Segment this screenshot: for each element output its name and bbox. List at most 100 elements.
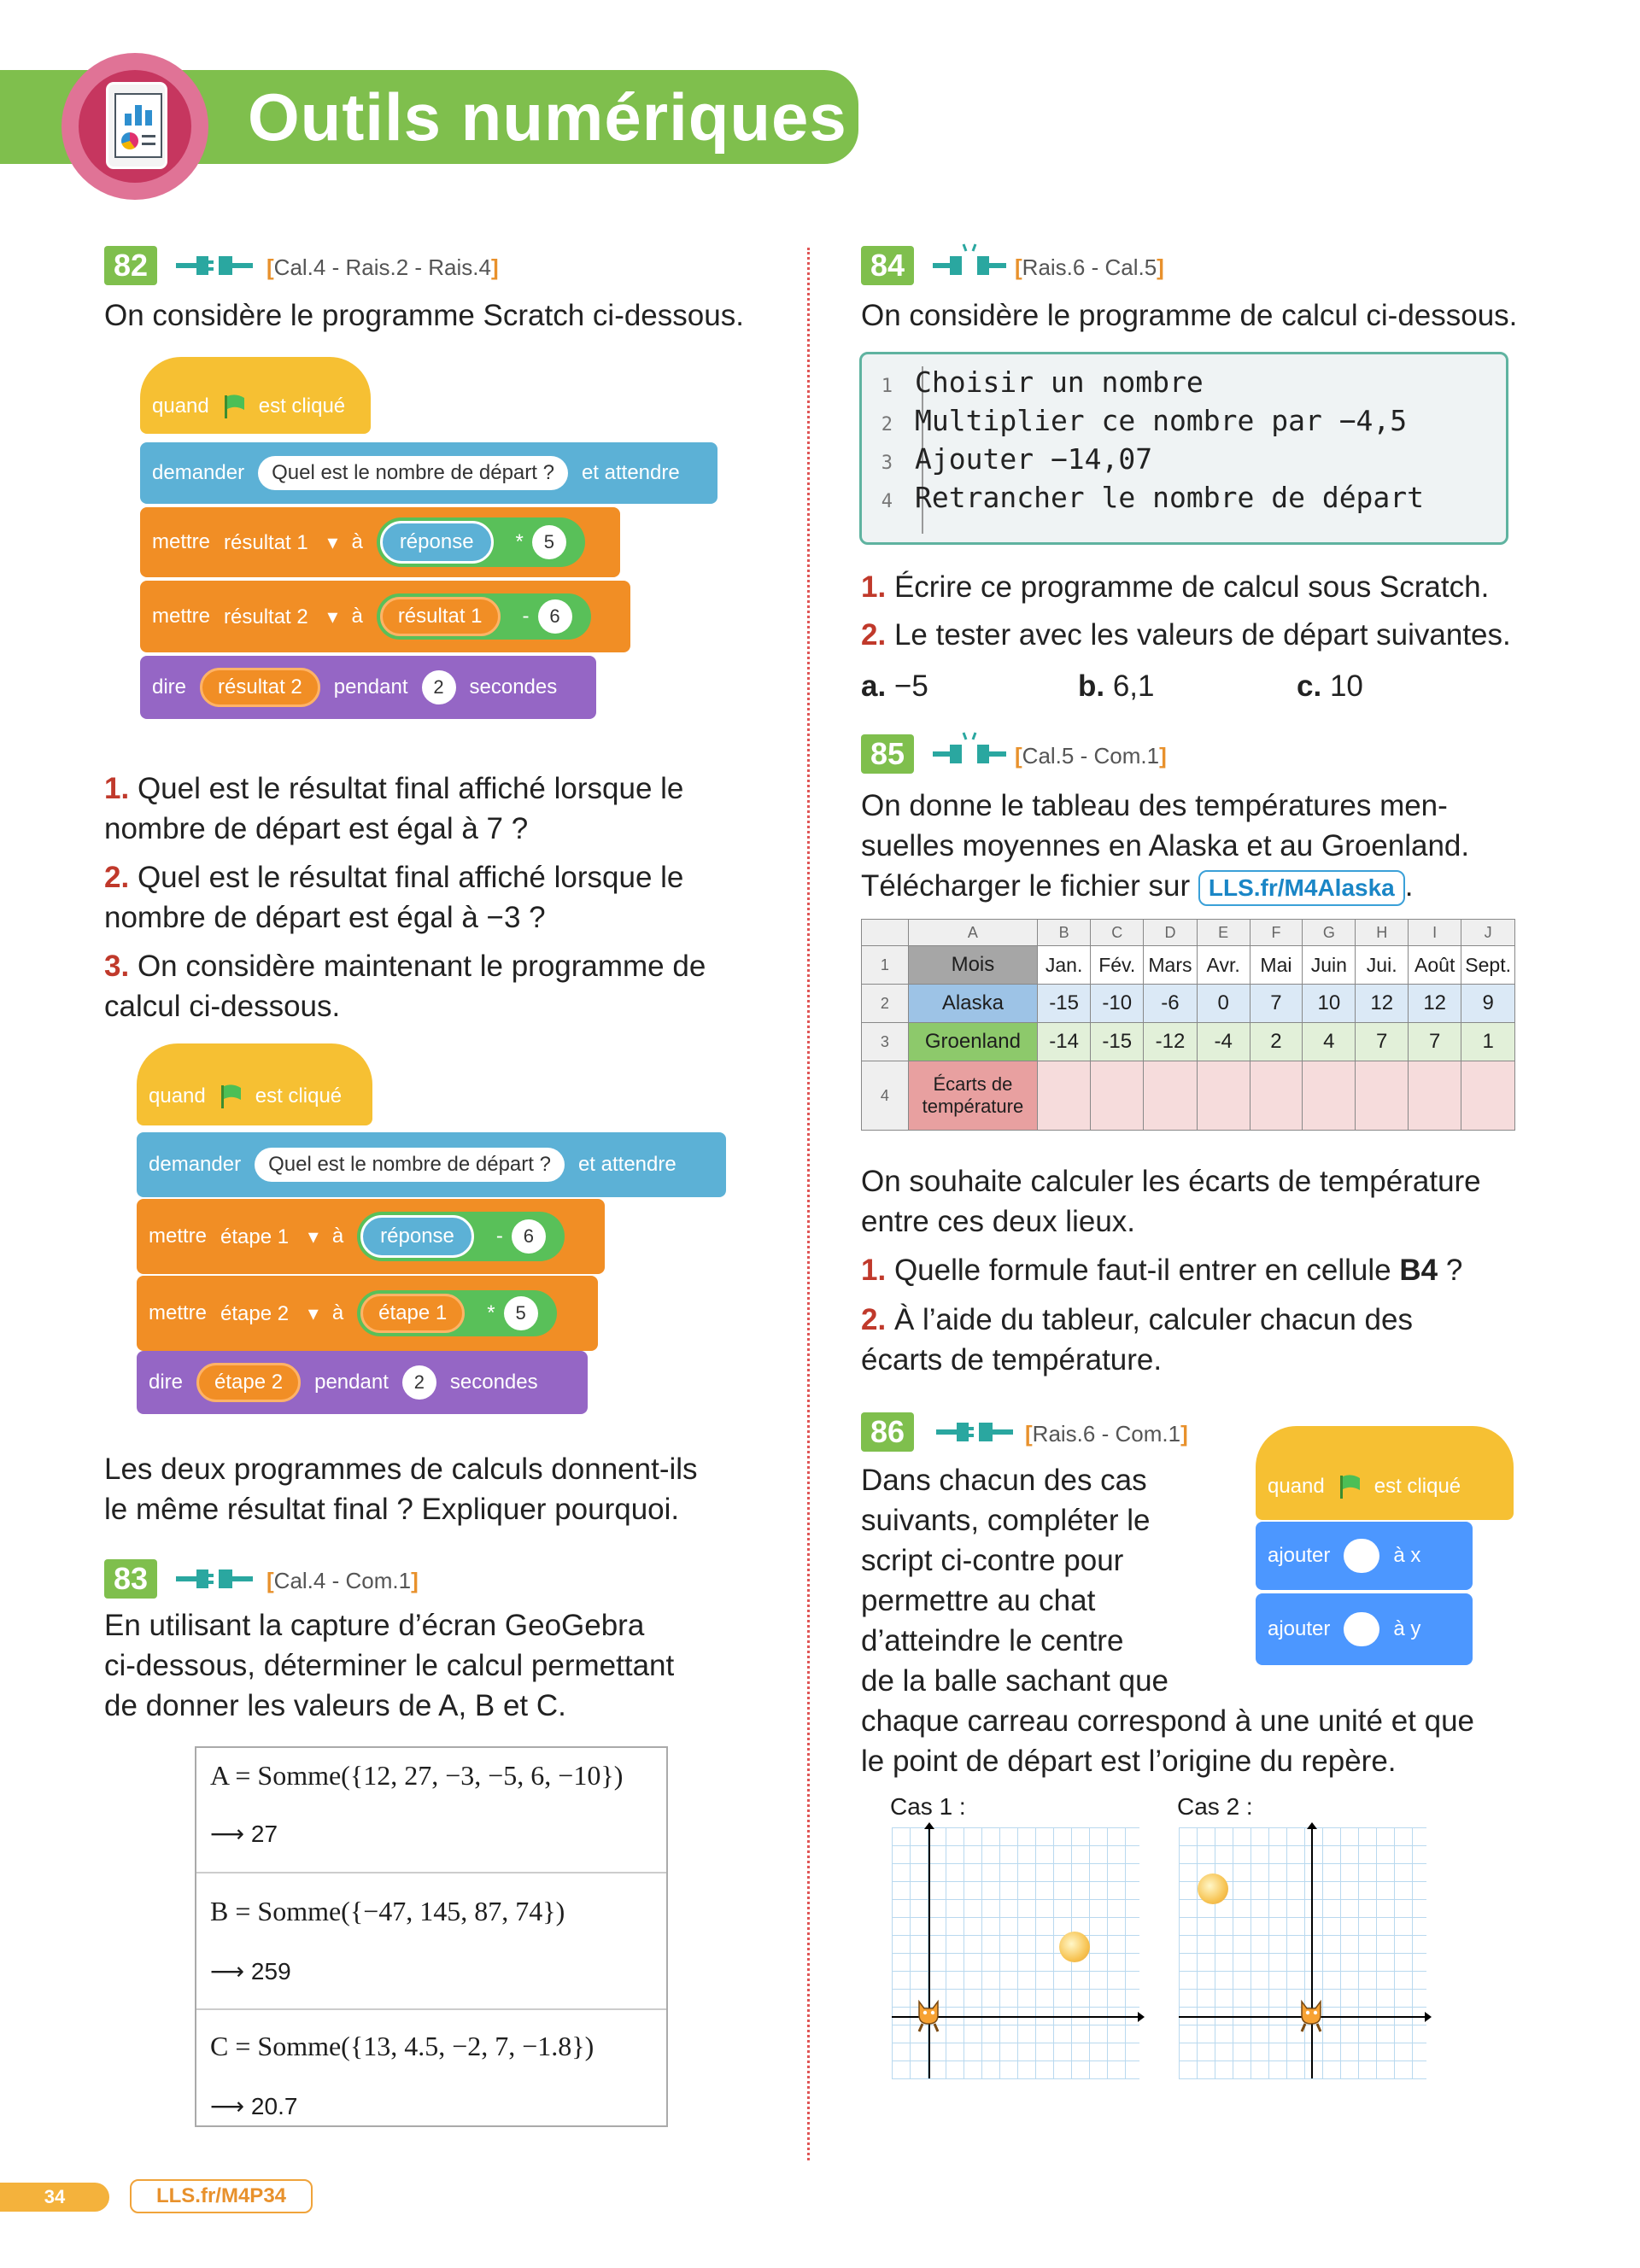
row-label-cell[interactable]: Mois xyxy=(907,945,1039,985)
sheet-cell[interactable]: -10 xyxy=(1090,984,1145,1023)
sheet-cell[interactable]: -6 xyxy=(1143,984,1198,1023)
set-variable-block: mettre résultat 1 ▾ à réponse * 5 xyxy=(140,507,620,577)
sheet-cell[interactable]: -14 xyxy=(1037,1022,1092,1061)
subtract-operator: réponse - 6 xyxy=(357,1212,565,1261)
multiply-operator: étape 1 * 5 xyxy=(357,1290,557,1336)
competence-ref: [Cal.5 - Com.1] xyxy=(1015,743,1167,769)
exercise-text: suivants, compléter le xyxy=(861,1504,1151,1537)
set-variable-block: mettre étape 2 ▾ à étape 1 * 5 xyxy=(137,1276,598,1351)
scratch-cat-icon xyxy=(1300,1999,1322,2032)
sheet-cell[interactable]: 1 xyxy=(1461,1022,1515,1061)
sheet-cell[interactable] xyxy=(1461,1061,1515,1131)
column-header[interactable]: B xyxy=(1037,919,1092,946)
sheet-cell[interactable]: Avr. xyxy=(1196,945,1250,985)
sheet-cell[interactable]: Août xyxy=(1408,945,1462,985)
subtract-operator: résultat 1 - 6 xyxy=(376,593,591,640)
sheet-cell[interactable] xyxy=(1196,1061,1250,1131)
variable-dropdown[interactable]: résultat 1 ▾ xyxy=(224,530,338,554)
column-header[interactable]: D xyxy=(1143,919,1198,946)
question-field[interactable]: Quel est le nombre de départ ? xyxy=(258,456,568,490)
set-variable-block: mettre étape 1 ▾ à réponse - 6 xyxy=(137,1199,605,1274)
sheet-cell[interactable]: 9 xyxy=(1461,984,1515,1023)
sheet-cell[interactable]: 7 xyxy=(1249,984,1303,1023)
sheet-cell[interactable]: 12 xyxy=(1408,984,1462,1023)
exercise-text: d’atteindre le centre xyxy=(861,1624,1124,1657)
sheet-cell[interactable]: Juin xyxy=(1302,945,1356,985)
column-header[interactable] xyxy=(861,919,909,946)
variable-reporter: résultat 2 xyxy=(200,668,320,707)
exercise-text: entre ces deux lieux. xyxy=(861,1205,1136,1238)
question-field[interactable]: Quel est le nombre de départ ? xyxy=(255,1148,565,1182)
sheet-cell[interactable]: 2 xyxy=(1249,1022,1303,1061)
column-header[interactable]: I xyxy=(1408,919,1462,946)
sheet-cell[interactable]: Sept. xyxy=(1461,945,1515,985)
column-header[interactable]: J xyxy=(1461,919,1515,946)
when-flag-clicked-block: quand est cliqué xyxy=(1256,1426,1514,1520)
sheet-cell[interactable]: -15 xyxy=(1037,984,1092,1023)
exercise-number: 83 xyxy=(104,1559,157,1599)
row-header[interactable]: 1 xyxy=(861,945,909,985)
column-header[interactable]: G xyxy=(1302,919,1356,946)
column-header[interactable]: A xyxy=(907,919,1039,946)
column-header[interactable]: F xyxy=(1249,919,1303,946)
sheet-cell[interactable]: 7 xyxy=(1408,1022,1462,1061)
column-header[interactable]: E xyxy=(1196,919,1250,946)
variable-dropdown[interactable]: résultat 2 ▾ xyxy=(224,605,338,628)
question-2: 2. Le tester avec les valeurs de départ … xyxy=(861,618,1511,652)
sheet-cell[interactable]: Fév. xyxy=(1090,945,1145,985)
green-flag-icon xyxy=(1339,1475,1360,1499)
ball-icon xyxy=(1198,1873,1228,1904)
sheet-cell[interactable]: Mars xyxy=(1143,945,1198,985)
competence-ref: [Cal.4 - Com.1] xyxy=(266,1568,419,1593)
row-header[interactable]: 2 xyxy=(861,984,909,1023)
exercise-text: Dans chacun des cas xyxy=(861,1464,1147,1497)
row-label-cell[interactable]: Alaska xyxy=(907,984,1039,1023)
number-field[interactable]: 5 xyxy=(531,525,566,559)
sheet-cell[interactable]: -15 xyxy=(1090,1022,1145,1061)
sheet-cell[interactable] xyxy=(1090,1061,1145,1131)
number-field[interactable]: 6 xyxy=(537,599,572,634)
variable-dropdown[interactable]: étape 2 ▾ xyxy=(220,1301,319,1325)
geogebra-entry: C = Somme({13, 4.5, −2, 7, −1.8}) ⟶ 20.7 xyxy=(210,2031,594,2119)
sheet-cell[interactable]: 0 xyxy=(1196,984,1250,1023)
competence-ref: [Rais.6 - Com.1] xyxy=(1025,1421,1188,1447)
value-a: a. −5 xyxy=(861,669,928,703)
x-value-field[interactable] xyxy=(1344,1539,1380,1573)
number-field[interactable]: 2 xyxy=(421,670,456,704)
sheet-cell[interactable]: -12 xyxy=(1143,1022,1198,1061)
ask-block: demander Quel est le nombre de départ ? … xyxy=(140,442,718,504)
sheet-cell[interactable]: 7 xyxy=(1355,1022,1409,1061)
sheet-cell[interactable]: 4 xyxy=(1302,1022,1356,1061)
number-field[interactable]: 5 xyxy=(503,1296,538,1330)
sheet-cell[interactable]: -4 xyxy=(1196,1022,1250,1061)
sheet-cell[interactable]: Jan. xyxy=(1037,945,1092,985)
number-field[interactable]: 2 xyxy=(401,1365,436,1400)
row-header[interactable]: 4 xyxy=(861,1061,909,1131)
answer-reporter: réponse xyxy=(360,1215,474,1258)
sheet-cell[interactable] xyxy=(1143,1061,1198,1131)
row-header[interactable]: 3 xyxy=(861,1022,909,1061)
question-2: 2. À l’aide du tableur, calculer chacun … xyxy=(861,1303,1413,1336)
sheet-cell[interactable]: Mai xyxy=(1249,945,1303,985)
sheet-cell[interactable] xyxy=(1408,1061,1462,1131)
sheet-cell[interactable] xyxy=(1037,1061,1092,1131)
exercise-intro: On considère le programme de calcul ci-d… xyxy=(861,299,1518,332)
exercise-text: permettre au chat xyxy=(861,1584,1096,1617)
page-link[interactable]: LLS.fr/M4P34 xyxy=(130,2179,313,2213)
row-label-cell[interactable]: Écarts de température xyxy=(907,1061,1039,1131)
number-field[interactable]: 6 xyxy=(511,1219,546,1254)
sheet-cell[interactable]: 10 xyxy=(1302,984,1356,1023)
sheet-cell[interactable] xyxy=(1302,1061,1356,1131)
sheet-cell[interactable] xyxy=(1249,1061,1303,1131)
column-header[interactable]: H xyxy=(1355,919,1409,946)
sheet-cell[interactable]: Jui. xyxy=(1355,945,1409,985)
y-value-field[interactable] xyxy=(1344,1612,1380,1646)
row-label-cell[interactable]: Groenland xyxy=(907,1022,1039,1061)
sheet-cell[interactable] xyxy=(1355,1061,1409,1131)
download-link[interactable]: LLS.fr/M4Alaska xyxy=(1198,870,1405,906)
sheet-cell[interactable]: 12 xyxy=(1355,984,1409,1023)
column-header[interactable]: C xyxy=(1090,919,1145,946)
variable-dropdown[interactable]: étape 1 ▾ xyxy=(220,1225,319,1248)
